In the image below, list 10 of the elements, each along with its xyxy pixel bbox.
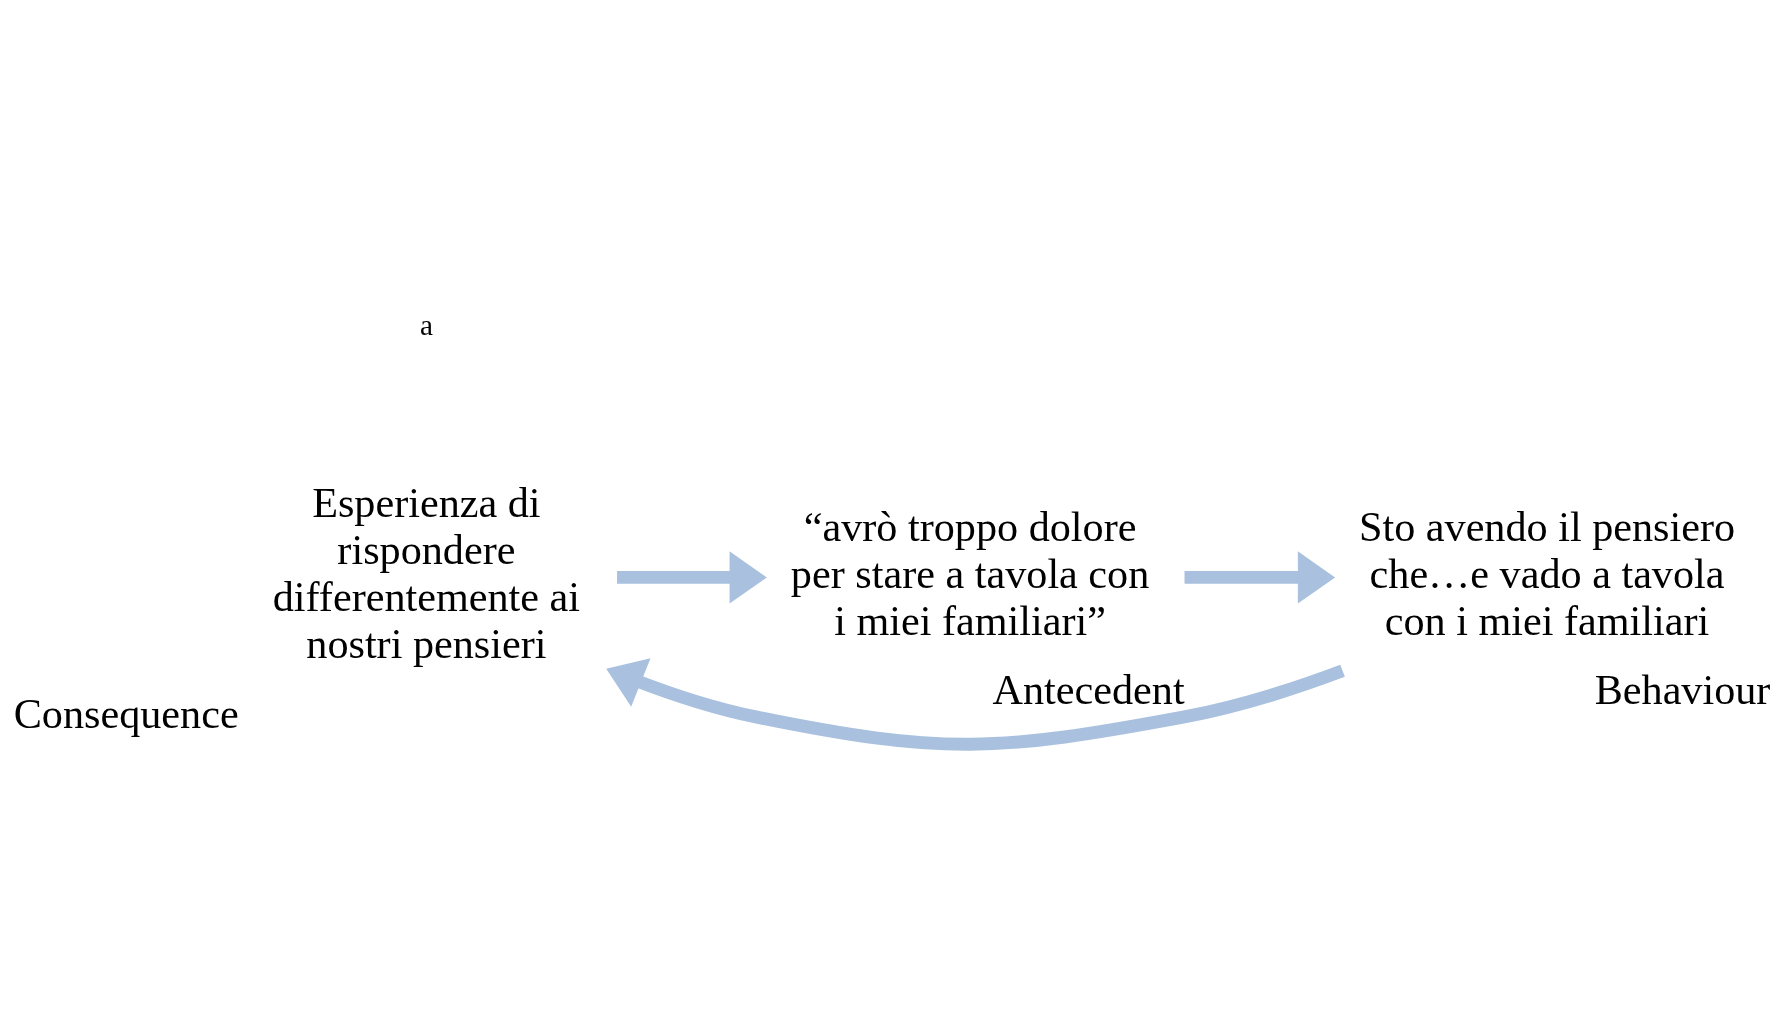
node-label: Consequence: [13, 689, 239, 737]
node-label: Antecedent: [992, 665, 1185, 713]
label: a: [419, 308, 433, 341]
node-label: Behaviour: [1594, 665, 1771, 713]
node-text: Sto avendo il pensiero che…e vado a tavola con i miei familiari: [1358, 502, 1736, 644]
node-text: Esperienza di rispondere differentemente ai nostri pensieri: [272, 478, 581, 667]
arrow: [1184, 550, 1336, 603]
node-text: “avrò troppo dolore per stare a tavola con i miei familiari”: [790, 502, 1150, 644]
arrow: [606, 657, 1345, 751]
arrow: [617, 550, 767, 603]
